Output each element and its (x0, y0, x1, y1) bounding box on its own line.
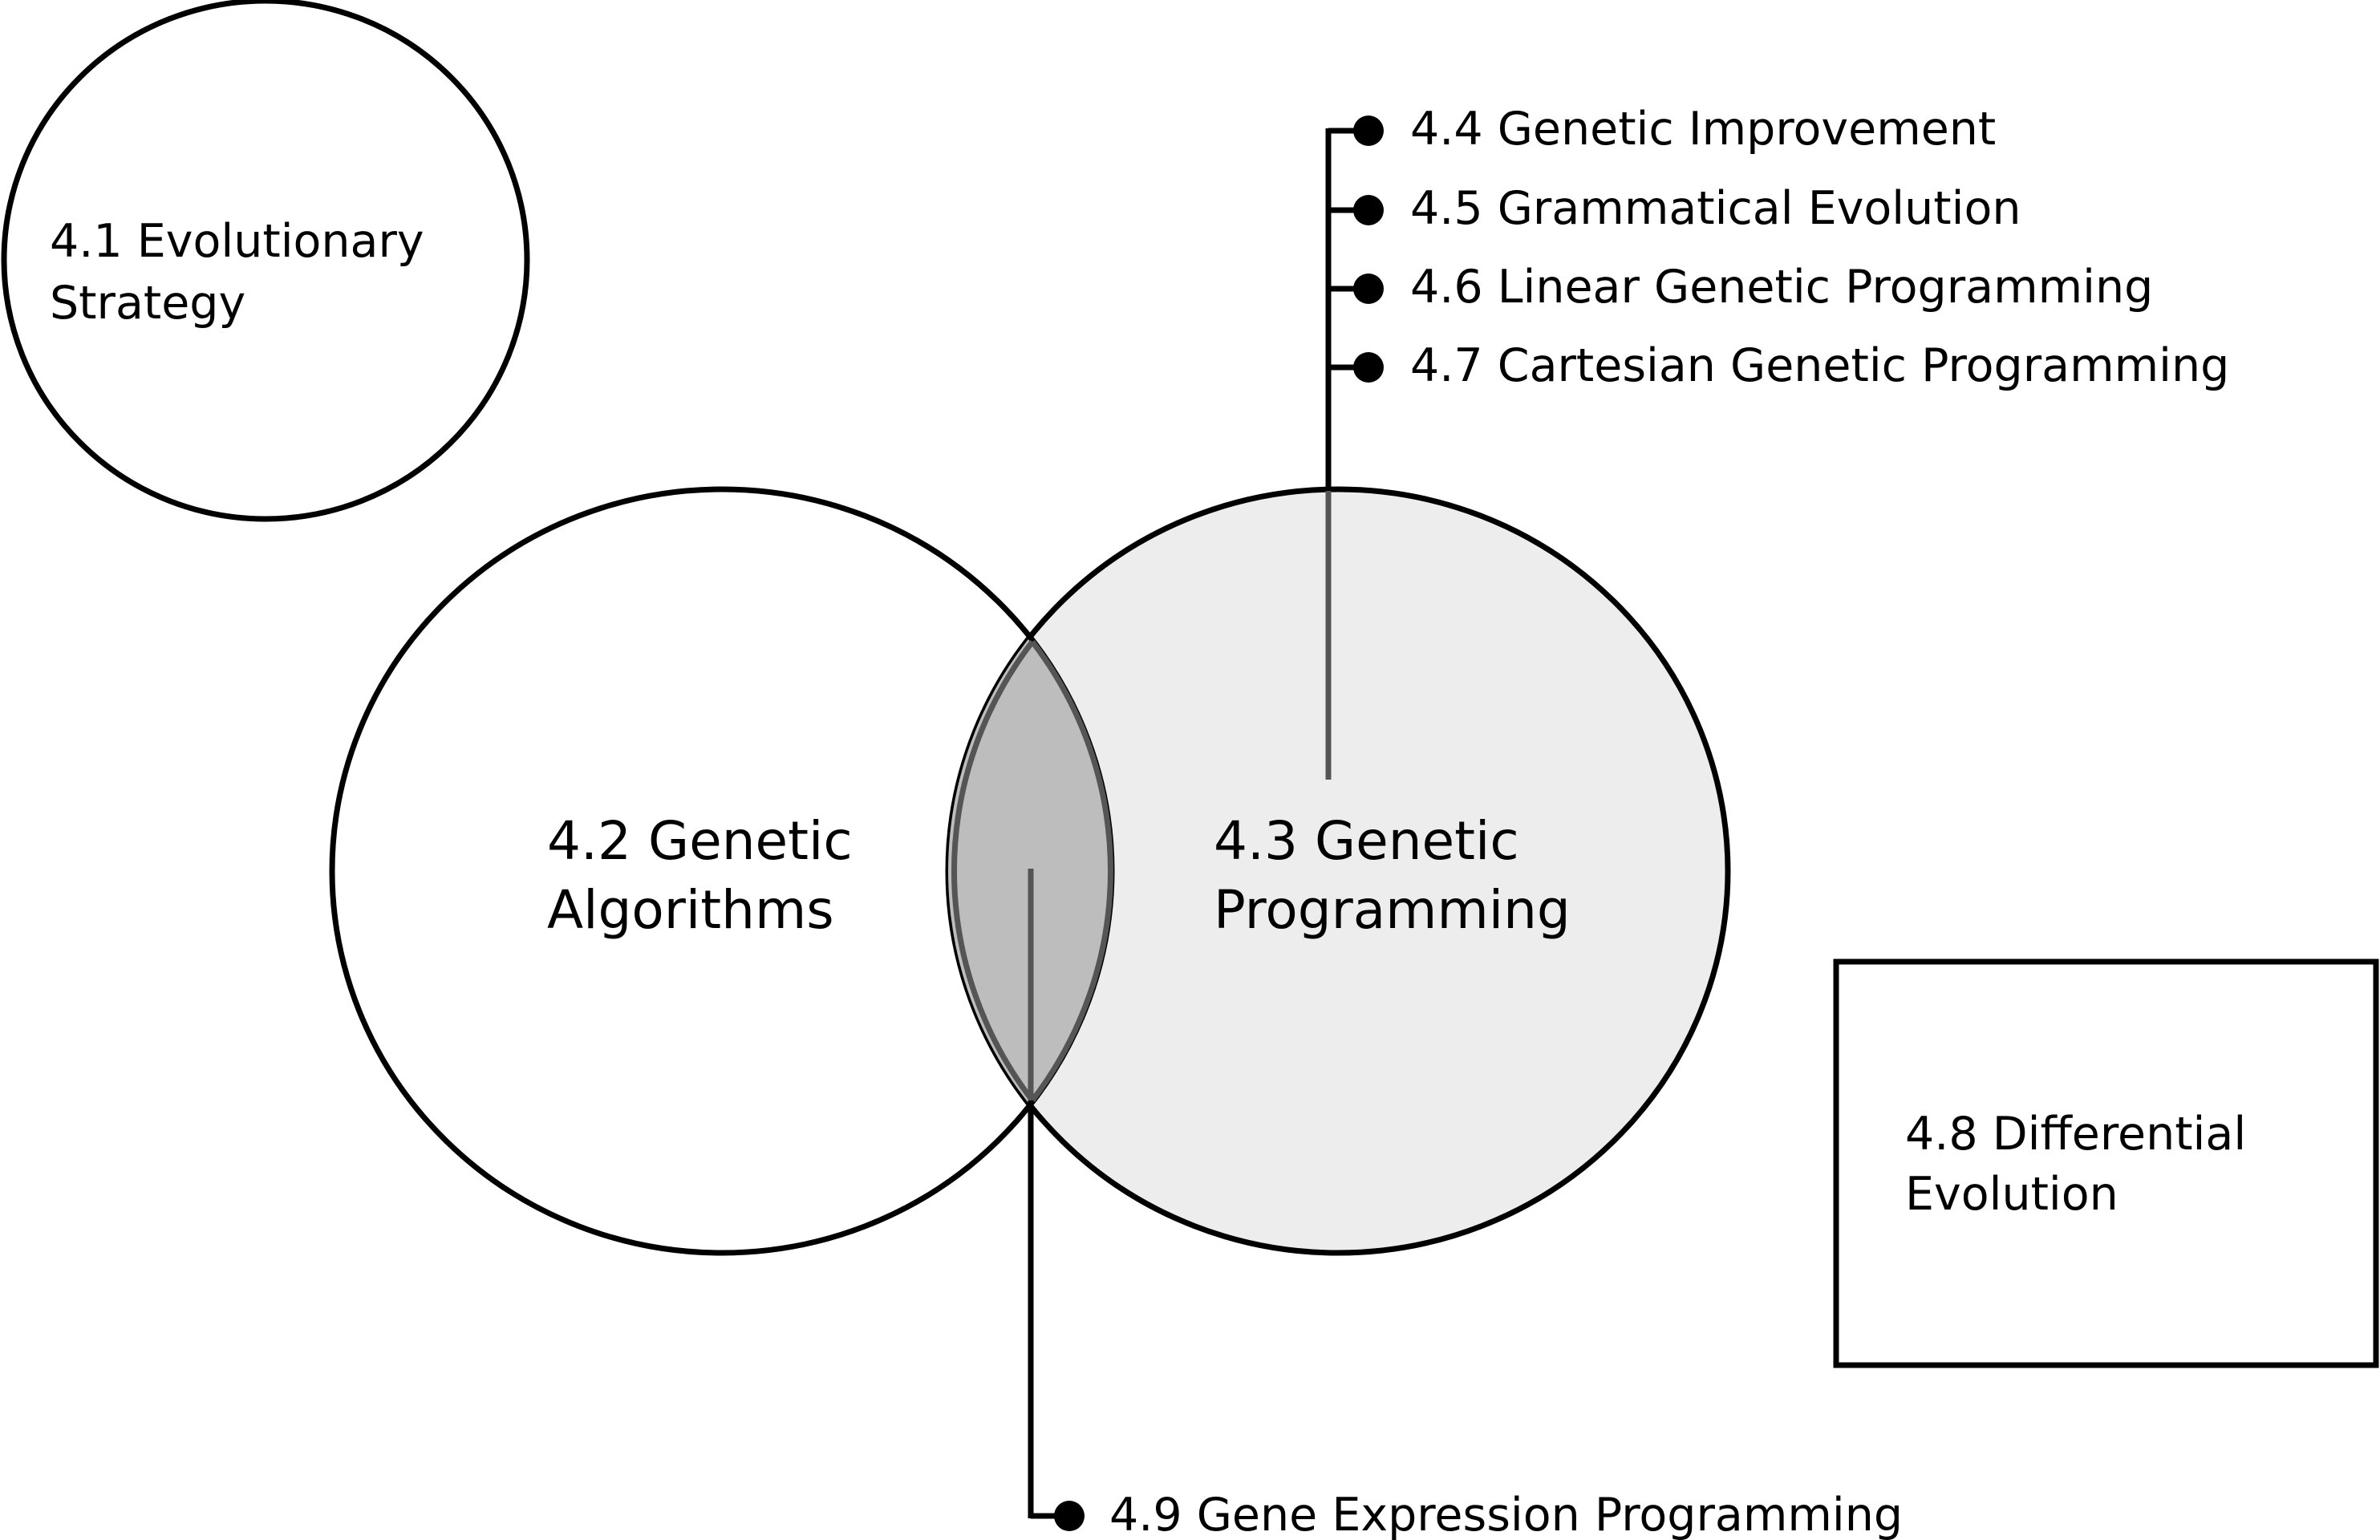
intersection-variant-label: 4.9 Gene Expression Programming (1109, 1489, 1903, 1540)
gp-variant-1-label: 4.4 Genetic Improvement (1410, 103, 1996, 156)
differential-evolution-label-line1: 4.8 Differential (1905, 1108, 2246, 1161)
gp-variant-3: 4.6 Linear Genetic Programming (1328, 261, 2153, 314)
genetic-algorithms-label-line1: 4.2 Genetic (547, 810, 853, 872)
intersection-variant: 4.9 Gene Expression Programming (1031, 1489, 1903, 1540)
differential-evolution-label-line2: Evolution (1905, 1168, 2118, 1221)
differential-evolution-box (1833, 958, 2379, 1368)
evolutionary-strategy-label: 4.1 Evolutionary Strategy (50, 215, 439, 330)
genetic-programming-label-line1: 4.3 Genetic (1214, 810, 1519, 872)
gp-variant-1-bullet (1353, 116, 1384, 146)
evolutionary-strategy-label-line2: Strategy (50, 277, 245, 330)
gp-variant-1: 4.4 Genetic Improvement (1328, 103, 1996, 156)
differential-evolution-label: 4.8 Differential Evolution (1905, 1108, 2260, 1221)
gp-variant-3-label: 4.6 Linear Genetic Programming (1410, 261, 2153, 314)
gp-variant-2-bullet (1353, 195, 1384, 225)
genetic-algorithms-label: 4.2 Genetic Algorithms (547, 810, 870, 941)
genetic-algorithms-label-line2: Algorithms (547, 879, 834, 941)
genetic-programming-label-line2: Programming (1214, 879, 1571, 941)
evolutionary-strategy-circle (1, 0, 530, 522)
evolutionary-strategy-label-line1: 4.1 Evolutionary (50, 215, 424, 268)
gp-variant-2: 4.5 Grammatical Evolution (1328, 182, 2021, 235)
genetic-programming-label: 4.3 Genetic Programming (1214, 810, 1571, 941)
gp-variant-3-bullet (1353, 274, 1384, 304)
intersection-outer-arc (1030, 639, 1113, 1103)
gp-variant-4-label: 4.7 Cartesian Genetic Programming (1410, 339, 2229, 392)
intersection-variant-bullet (1054, 1501, 1085, 1531)
intersection-inner-arc (951, 639, 1035, 1103)
gp-variant-2-label: 4.5 Grammatical Evolution (1410, 182, 2021, 235)
gp-variant-4-bullet (1353, 352, 1384, 383)
gp-variant-4: 4.7 Cartesian Genetic Programming (1328, 339, 2229, 392)
